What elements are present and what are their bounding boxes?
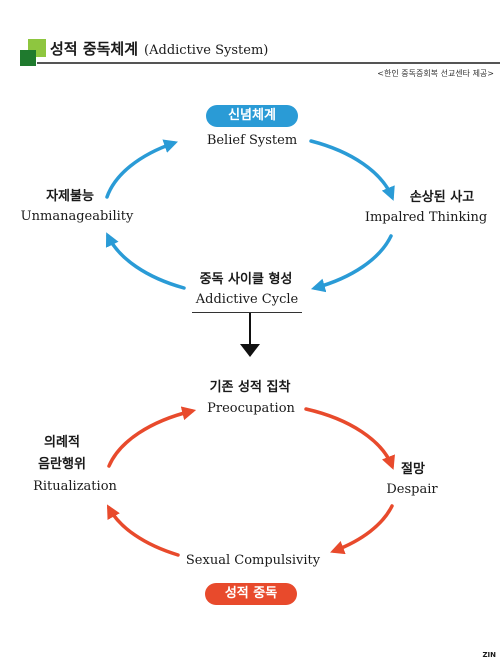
page-title-ko: 성적 중독체계	[50, 40, 139, 58]
bottom-cycle-arc-bottom-left	[106, 504, 180, 557]
despair-en: Despair	[386, 482, 438, 497]
top-node-en: Belief System	[206, 133, 298, 148]
despair-ko: 절망	[401, 462, 425, 477]
bottom-node-en: Addictive Cycle	[195, 292, 299, 307]
top-cycle-arc-top-right	[309, 139, 395, 201]
ritualization-ko-line2: 음란행위	[38, 457, 86, 472]
bottom-node-ko: 중독 사이클 형성	[199, 272, 293, 287]
footer-mark: ZIN	[482, 651, 496, 659]
preoccupation-ko: 기존 성적 집착	[209, 380, 291, 395]
preoccupation-en: Preocupation	[207, 401, 295, 416]
ritualization-en: Ritualization	[33, 479, 117, 494]
right-node-en: Impalred Thinking	[364, 210, 488, 225]
sexual-compulsivity-en: Sexual Compulsivity	[185, 553, 321, 568]
left-node-en: Unmanageability	[20, 209, 134, 224]
top-node-ko: 신념체계	[206, 105, 298, 127]
sexual-compulsivity-ko: 성적 중독	[205, 583, 297, 605]
source-credit: <한인 중독증회복 선교센타 제공>	[377, 69, 494, 78]
right-node-ko: 손상된 사고	[409, 190, 475, 205]
header-rule	[37, 62, 500, 64]
bottom-cycle-arc-top-left	[107, 406, 197, 468]
top-cycle-arc-bottom-right	[310, 234, 393, 293]
page-title: 성적 중독체계 (Addictive System)	[50, 38, 268, 59]
header-square-dark	[20, 50, 36, 66]
bottom-cycle-arc-top-right	[304, 407, 395, 470]
addictive-cycle-underline	[192, 312, 302, 313]
left-node-ko: 자제불능	[46, 189, 94, 204]
top-cycle-arc-top-left	[105, 139, 178, 199]
page-title-en: (Addictive System)	[144, 43, 269, 58]
ritualization-ko-line1: 의례적	[44, 435, 80, 450]
top-cycle-arc-bottom-left	[105, 232, 186, 290]
bottom-cycle-arc-bottom-right	[330, 504, 394, 555]
down-arrow-icon	[240, 313, 260, 357]
